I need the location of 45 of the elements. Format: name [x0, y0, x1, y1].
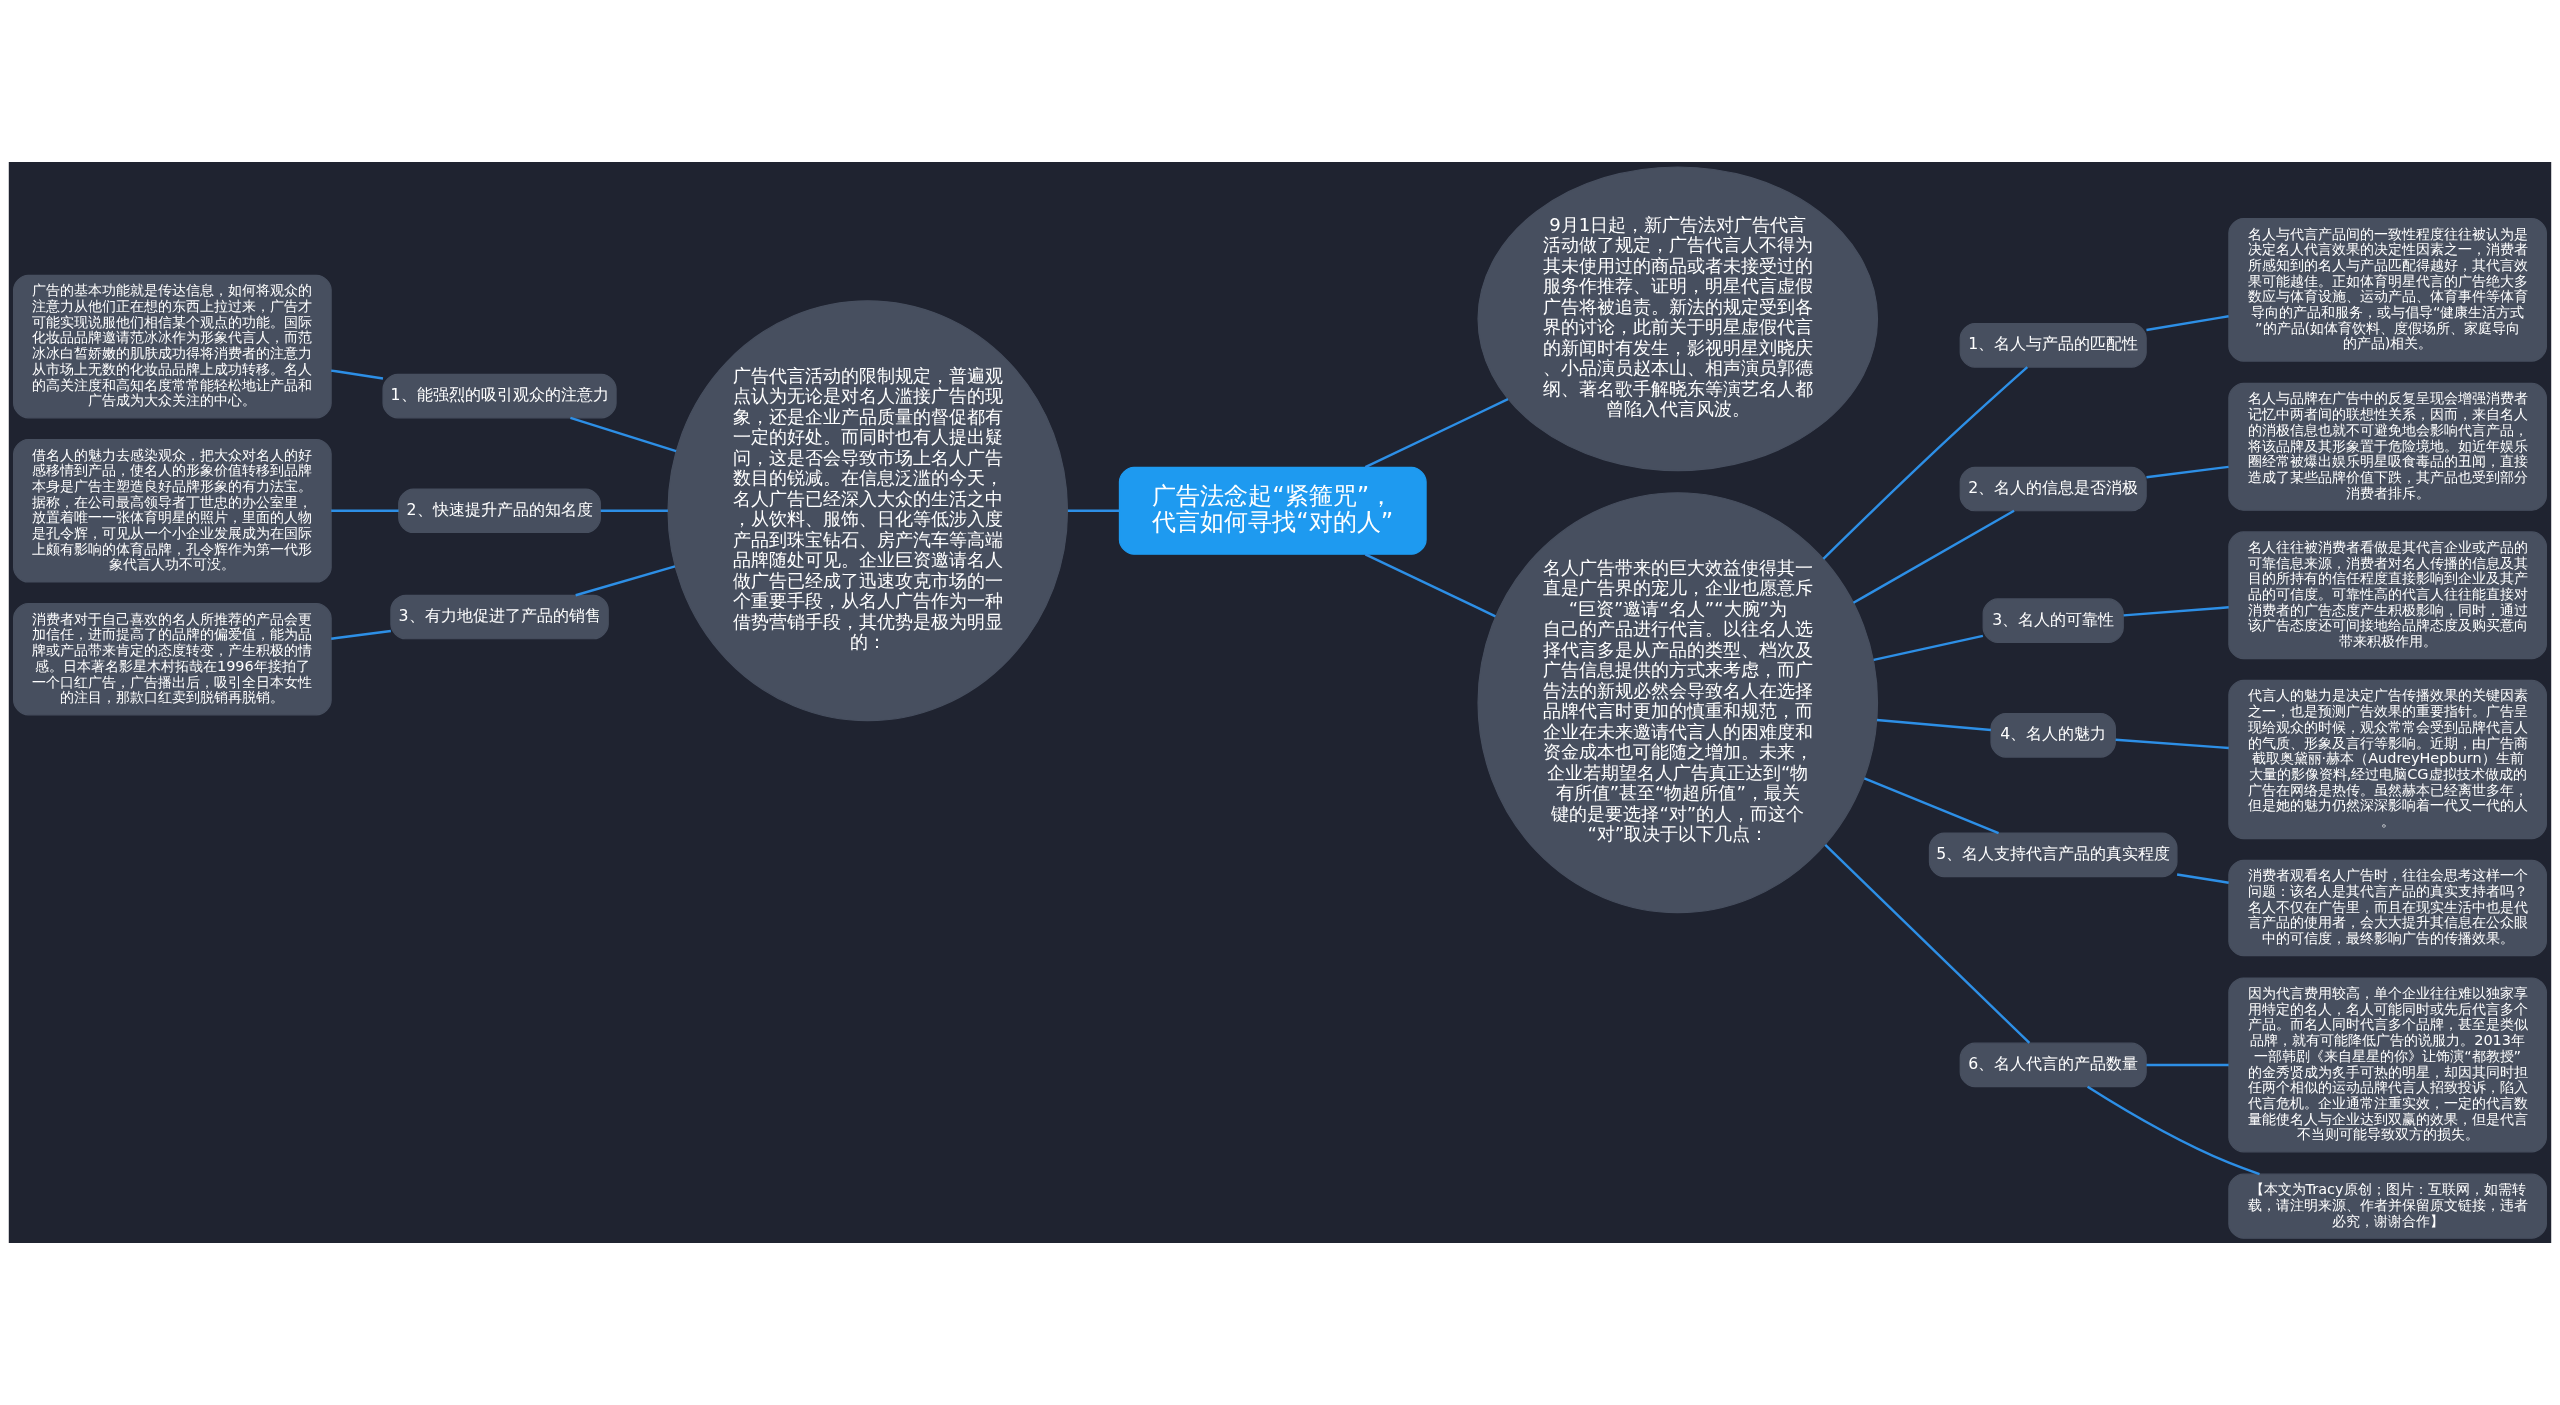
node-box: 3、有力地促进了产品的销售 [390, 594, 609, 640]
node-box: 1、能强烈的吸引观众的注意力 [382, 373, 617, 419]
connector [2123, 606, 2229, 617]
connector [570, 416, 677, 453]
node-circle: 广告代言活动的限制规定，普遍观点认为无论是对名人滥接广告的现象，还是企业产品质量的督促都有一定的好处。而同时也有人提出疑问，这是否会导致市场上名人广告数目的锐减。在信息泛滥的今天，名人广告已经深入大众的生活之中，从饮料、服饰、日化等低涉入度产品到珠宝钻石、房产汽车等高端品牌随处可见。企业巨资邀请名人做广告已经成了迅速攻克市场的一个重要手段，从名人广告作为一种借势营销手段，其优势是极为明显的： [667, 300, 1069, 722]
connector [1863, 777, 2000, 835]
node-box: 1、名人与产品的匹配性 [1959, 323, 2147, 368]
connector [2086, 1085, 2260, 1176]
node-box: 因为代言费用较高，单个企业往往难以独家享用特定的名人，名人可能同时或先后代言多个产品。而名人同时代言多个品牌，甚至是类似品牌，就有可能降低广告的说服力。2013年一部韩剧《来自星星的你》让饰演“都教授”的金秀贤成为炙手可热的明星，却因其同时担任两个相似的运动品牌代言人招致投诉，陷入代言危机。企业通常注重实效，一定的代言数量能使名人与企业达到双赢的效果，但是代言不当则可能导致双方的损失。 [2228, 977, 2547, 1153]
node-box: 消费者对于自己喜欢的名人所推荐的产品会更加信任，进而提高了的品牌的偏爱值，能为品牌或产品带来肯定的态度转变，产生积极的情感。日本著名影星木村拓哉在1996年接拍了一个口红广告，广告播出后，吸引全日本女性的注目，那款口红卖到脱销再脱销。 [13, 603, 332, 716]
connector [1876, 718, 1991, 732]
connector [2146, 465, 2229, 479]
connector [331, 509, 399, 512]
node-box: 3、名人的可靠性 [1982, 598, 2124, 643]
connector [600, 509, 668, 512]
connector [1364, 398, 1509, 469]
connector [2146, 315, 2229, 332]
node-box: 6、名人代言的产品数量 [1959, 1042, 2147, 1088]
node-box: 广告的基本功能就是传达信息，如何将观众的注意力从他们正在想的东西上拉过来，广告才可能实现说服他们相信某个观点的功能。国际化妆品品牌邀请范冰冰作为形象代言人，而范冰冰白皙娇嫩的肌肤成功得将消费者的注意力从市场上无数的化妆品品牌上成功转移。名人的高关注度和高知名度常常能轻松地让产品和广告成为大众关注的中心。 [13, 274, 332, 419]
node-box: 【本文为Tracy原创；图片：互联网，如需转载，请注明来源、作者并保留原文链接，违者必究，谢谢合作】 [2228, 1173, 2547, 1239]
node-box: 名人与代言产品间的一致性程度往往被认为是决定名人代言效果的决定性因素之一，消费者所感知到的名人与产品匹配得越好，其代言效果可能越佳。正如体育明星代言的广告绝大多数应与体育设施、运动产品、体育事件等体育导向的产品和服务，或与倡导“健康生活方式”的产品(如体育饮料、度假场所、家庭导向的产品)相关。 [2228, 218, 2547, 362]
node-box: 名人往往被消费者看做是其代言企业或产品的可靠信息来源，消费者对名人传播的信息及其目的所持有的信任程度直接影响到企业及其产品的可信度。可靠性高的代言人往往能直接对消费者的广告态度产生积极影响，同时，通过该广告态度还可间接地给品牌态度及购买意向带来积极作用。 [2228, 531, 2547, 660]
node-box: 2、快速提升产品的知名度 [398, 488, 601, 534]
node-box: 4、名人的魅力 [1990, 713, 2116, 758]
connector [2146, 1063, 2229, 1067]
connector [2176, 873, 2229, 884]
node-box: 消费者观看名人广告时，往往会思考这样一个问题：该名人是其代言产品的真实支持者吗？名人不仅在广告里，而且在现实生活中也是代言产品的使用者，会大大提升其信息在公众眼中的可信度，最终影响广告的传播效果。 [2228, 859, 2547, 957]
node-box: 5、名人支持代言产品的真实程度 [1928, 832, 2178, 878]
connector [331, 629, 391, 640]
node-box: 广告法念起“紧箍咒”，代言如何寻找“对的人” [1118, 466, 1427, 555]
node-circle: 名人广告带来的巨大效益使得其一直是广告界的宠儿，企业也愿意斥“巨资”邀请“名人”“大腕”为自己的产品进行代言。以往名人选择代言多是从产品的类型、档次及广告信息提供的方式来考虑，而广告法的新规必然会导致名人在选择品牌代言时更加的慎重和规范，而企业在未来邀请代言人的困难度和资金成本也可能随之增加。未来，企业若期望名人广告真正达到“物有所值”甚至“物超所值”，最关键的是要选择“对”的人，而这个“对”取决于以下几点： [1477, 492, 1879, 914]
connector [2115, 738, 2229, 750]
node-ellipse: 9月1日起，新广告法对广告代言活动做了规定，广告代言人不得为其未使用过的商品或者未接受过的服务作推荐、证明，明星代言虚假广告将被追责。新法的规定受到各界的讨论，此前关于明星虚假代言的新闻时有发生，影视明星刘晓庆、小品演员赵本山、相声演员郭德纲、著名歌手解晓东等演艺名人都曾陷入代言风波。 [1477, 166, 1879, 472]
connector [1364, 553, 1496, 618]
connector [331, 369, 384, 380]
connector [1822, 366, 2029, 560]
node-box: 代言人的魅力是决定广告传播效果的关键因素之一，也是预测广告效果的重要指针。广告呈现给观众的时候，观众常常会受到品牌代言人的气质、形象及言行等影响。近期，由广告商截取奥黛丽·赫本（AudreyHepburn）生前大量的影像资料,经过电脑CG虚拟技术做成的广告在网络是热传。虽然赫本已经离世多年，但是她的魅力仍然深深影响着一代又一代的人。 [2228, 679, 2547, 840]
connector [1852, 509, 2015, 604]
connector [1067, 509, 1120, 512]
connector [575, 565, 676, 597]
node-box: 借名人的魅力去感染观众，把大众对名人的好感移情到产品，使名人的形象价值转移到品牌本身是广告主塑造良好品牌形象的有力法宝。据称，在公司最高领导者丁世忠的办公室里，放置着唯一一张体育明星的照片，里面的人物是孔令辉，可见从一个小企业发展成为在国际上颇有影响的体育品牌，孔令辉作为第一代形象代言人功不可没。 [13, 438, 332, 583]
connector [1824, 843, 2031, 1044]
connector [1873, 634, 1984, 662]
node-box: 名人与品牌在广告中的反复呈现会增强消费者记忆中两者间的联想性关系，因而，来自名人的消极信息也就不可避免地会影响代言产品，将该品牌及其形象置于危险境地。如近年娱乐圈经常被爆出娱乐明星吸食毒品的丑闻，直接造成了某些品牌价值下跌，其产品也受到部分消费者排斥。 [2228, 382, 2547, 511]
node-box: 2、名人的信息是否消极 [1959, 466, 2147, 512]
